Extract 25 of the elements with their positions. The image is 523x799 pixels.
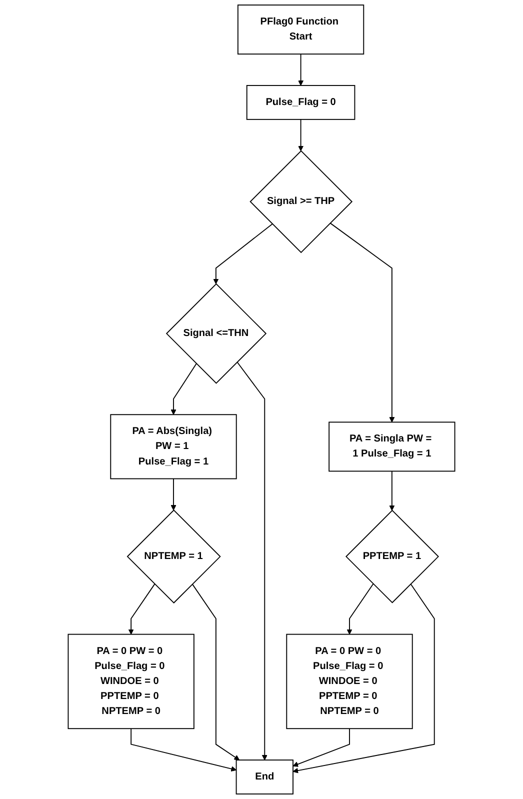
- arrow: [298, 54, 304, 86]
- arrow: [213, 223, 273, 284]
- arrow: [298, 118, 304, 152]
- node-diamond: PPTEMP = 1: [345, 510, 439, 604]
- node-box: Pulse_Flag = 0: [246, 85, 356, 120]
- arrow: [346, 583, 374, 635]
- arrow: [236, 362, 268, 760]
- node-box: PA = 0 PW = 0 Pulse_Flag = 0 WINDOE = 0 PPTEMP = 0 NPTEMP = 0: [68, 634, 194, 730]
- arrow: [389, 470, 395, 511]
- node-diamond: NPTEMP = 1: [126, 510, 221, 604]
- arrow: [330, 222, 395, 422]
- node-box: PA = 0 PW = 0 Pulse_Flag = 0 WINDOE = 0 PPTEMP = 0 NPTEMP = 0: [286, 634, 413, 730]
- arrow: [292, 728, 350, 767]
- arrow: [192, 584, 240, 760]
- arrow: [130, 728, 237, 772]
- node-diamond: Signal >= THP: [250, 150, 353, 254]
- node-box: PA = Abs(Singla) PW = 1 Pulse_Flag = 1: [110, 414, 237, 480]
- node-box: End: [236, 760, 294, 794]
- arrow: [170, 363, 197, 415]
- arrow: [128, 584, 156, 635]
- node-box: PFlag0 Function Start: [237, 4, 364, 55]
- arrow: [292, 583, 435, 774]
- node-box: PA = Singla PW = 1 Pulse_Flag = 1: [328, 422, 456, 472]
- node-diamond: Signal <=THN: [166, 283, 267, 384]
- arrow: [170, 478, 176, 510]
